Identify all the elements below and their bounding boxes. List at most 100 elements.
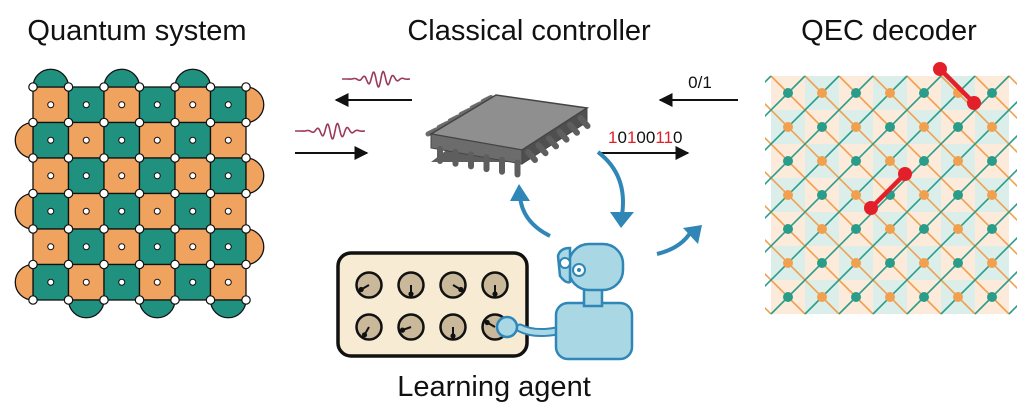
decoder-node [783, 156, 793, 166]
surface-code-lattice-icon [14, 68, 265, 319]
bit-3: 0 [636, 128, 645, 147]
ancilla-qubit [47, 172, 55, 180]
syndrome-defect [898, 167, 912, 181]
ancilla-qubit [118, 101, 126, 109]
boundary-plaquette [174, 68, 212, 88]
decoder-edge-teal [906, 202, 1017, 315]
decoder-node [987, 88, 997, 98]
decoder-node [987, 122, 997, 132]
decoder-node [885, 88, 895, 98]
chip-pin-side-3 [556, 128, 570, 143]
ancilla-qubit [82, 243, 90, 251]
chip-pin-side-1 [535, 142, 549, 157]
knob-pointer-tip [408, 291, 414, 297]
chip-pin-side-4 [567, 121, 580, 136]
decoder-edge-orange [765, 204, 874, 315]
data-qubit [99, 153, 109, 163]
data-qubit [63, 224, 74, 234]
ancilla-qubit [224, 101, 232, 109]
decoder-node [851, 122, 861, 132]
boundary-plaquette [14, 192, 34, 230]
learning-agent-title: Learning agent [397, 371, 591, 403]
ancilla-qubit [47, 207, 55, 215]
decoder-edge-orange [906, 75, 1017, 188]
decoder-lattice-icon [765, 62, 1017, 315]
decoder-node [885, 292, 895, 302]
plaquette [67, 157, 105, 195]
ancilla-qubit [82, 172, 90, 180]
decoder-node [953, 156, 963, 166]
pulse-wave-icon [295, 70, 410, 140]
ancilla-qubit [224, 172, 232, 180]
measurement-bitstring: 10100110 [608, 128, 682, 147]
decoder-edge-orange [940, 75, 1017, 154]
data-qubit [134, 117, 145, 128]
decoder-node [783, 190, 793, 200]
decoder-node [953, 190, 963, 200]
bit-4: 0 [646, 128, 655, 147]
data-qubit [63, 188, 74, 199]
boundary-plaquette [67, 299, 105, 319]
boundary-plaquette [32, 68, 70, 88]
decoder-node [851, 156, 861, 166]
ancilla-qubit [118, 243, 126, 251]
data-qubit [28, 153, 38, 163]
knob-pointer-tip [399, 327, 406, 333]
outgoing-pulse-wave [342, 70, 410, 88]
data-qubit [63, 153, 74, 163]
robot-pupil [577, 268, 581, 272]
data-qubit [63, 295, 74, 305]
decoder-node [919, 122, 929, 132]
decoder-node [783, 292, 793, 302]
matched-edge [937, 66, 977, 106]
decoder-node [919, 292, 929, 302]
data-qubit [28, 224, 38, 234]
ancilla-qubit [224, 136, 232, 144]
chip-pin-side-0 [525, 149, 538, 163]
data-qubit [28, 295, 38, 305]
decoder-node [817, 122, 827, 132]
bit-7: 0 [673, 128, 682, 147]
decoder-edge-teal [974, 270, 1017, 315]
data-qubit [205, 295, 216, 305]
bit-0: 1 [608, 128, 617, 147]
data-qubit [205, 259, 216, 270]
decoder-node [851, 258, 861, 268]
ancilla-qubit [118, 207, 126, 215]
knob-pointer-tip [358, 286, 364, 293]
data-qubit [134, 188, 145, 199]
boundary-plaquette [245, 157, 265, 195]
data-qubit [241, 117, 251, 128]
decoder-node [851, 190, 861, 200]
decoder-edge-teal [940, 236, 1017, 315]
decoder-node [817, 258, 827, 268]
decoder-node [987, 258, 997, 268]
chip-pin-side-5 [577, 115, 591, 129]
incoming-pulse-wave [295, 122, 365, 140]
decoder-node [987, 224, 997, 234]
data-qubit [63, 259, 74, 270]
quantum-system-title: Quantum system [27, 15, 246, 47]
data-qubit [241, 82, 251, 92]
ancilla-qubit [153, 243, 161, 251]
boundary-plaquette [14, 263, 34, 301]
decoder-node [885, 258, 895, 268]
ancilla-qubit [153, 101, 161, 109]
ancilla-qubit [82, 207, 90, 215]
decoder-node [919, 224, 929, 234]
data-qubit [134, 82, 145, 92]
ancilla-qubit [153, 207, 161, 215]
knob-pointer-tip [361, 332, 368, 338]
knob-pointer-tip [484, 319, 490, 326]
data-qubit [170, 188, 180, 199]
ancilla-qubit [153, 278, 161, 286]
feedback-arrow-up-head [510, 184, 530, 201]
chip-icon [425, 94, 591, 178]
matched-edge [868, 171, 908, 211]
data-qubit [134, 295, 145, 305]
ancilla-qubit [224, 243, 232, 251]
decoder-node [783, 224, 793, 234]
data-qubit [63, 82, 74, 92]
decoder-node [817, 224, 827, 234]
knob-pointer-tip [492, 291, 498, 297]
